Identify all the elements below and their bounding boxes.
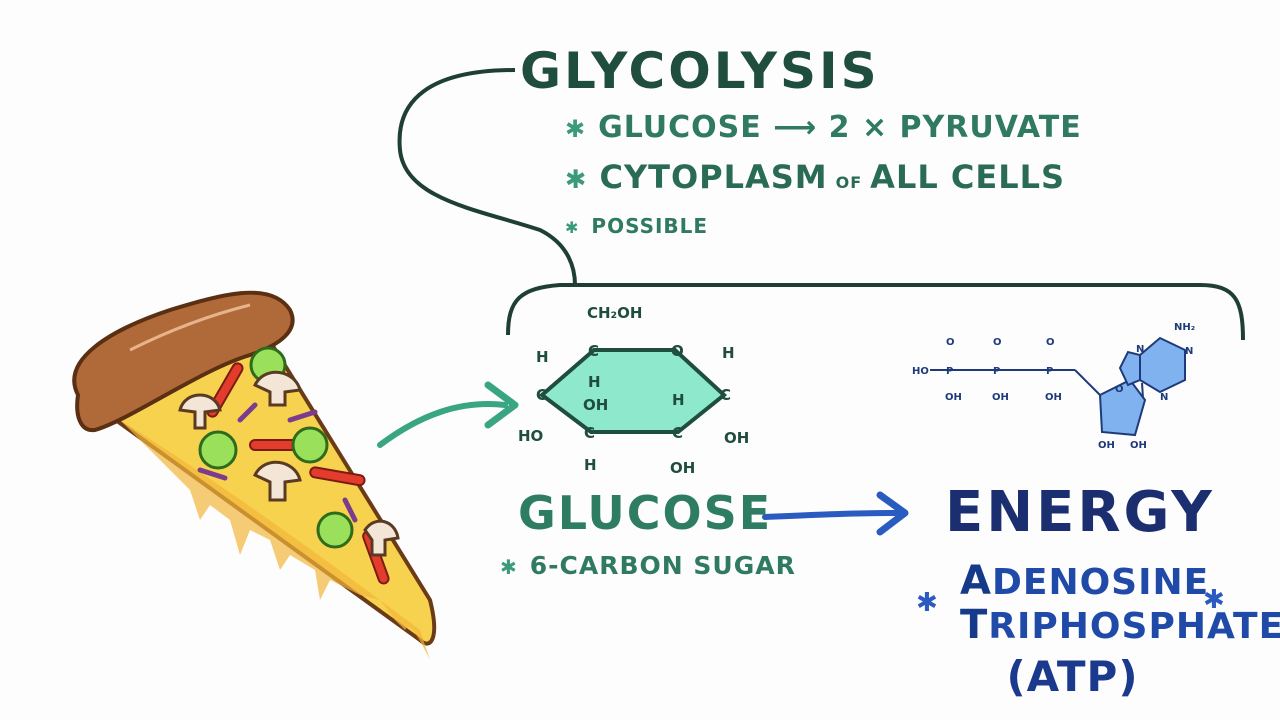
glucose-subtitle: ✱ 6-CARBON SUGAR	[500, 551, 796, 580]
atp-line-adenosine: ADENOSINE	[960, 558, 1208, 604]
initial-letter: A	[960, 558, 992, 604]
atom-c: C	[672, 424, 683, 442]
atom-p: P	[1046, 366, 1053, 377]
atom-ho: HO	[912, 366, 929, 377]
atom-o: O	[1046, 337, 1055, 348]
atom-oh: OH	[670, 459, 695, 477]
asterisk-icon: ✱	[565, 218, 580, 237]
bullet-cytoplasm: ✱ CYTOPLASM OF ALL CELLS	[565, 158, 1065, 196]
atom-nh2: NH₂	[1174, 322, 1195, 333]
asterisk-icon: ✱	[500, 555, 518, 579]
asterisk-icon: ✱	[565, 115, 587, 143]
energy-label: ENERGY	[945, 480, 1215, 545]
initial-letter: T	[960, 602, 989, 648]
word-rest: DENOSINE	[991, 562, 1210, 603]
atom-c: C	[720, 386, 731, 404]
energy-arrow-head	[876, 491, 909, 536]
atp-abbreviation: (ATP)	[1006, 652, 1139, 701]
glucose-subtitle-text: 6-CARBON SUGAR	[529, 551, 796, 580]
bracket-brace	[506, 283, 1245, 341]
atom-h: H	[672, 391, 685, 409]
atp-structure: NH₂ HO P P P O O O OH OH OH OH OH O N N …	[912, 322, 1195, 451]
atom-oh: OH	[1130, 440, 1147, 451]
atom-oh: OH	[992, 392, 1009, 403]
pizza-slice-illustration	[72, 290, 437, 660]
asterisk-icon: ✱	[1203, 585, 1225, 615]
atom-o: O	[946, 337, 955, 348]
atom-c: C	[584, 424, 595, 442]
bullet-possible: ✱ POSSIBLE	[565, 214, 708, 238]
atom-p: P	[993, 366, 1000, 377]
bullet-text: POSSIBLE	[591, 214, 709, 238]
glucose-label: GLUCOSE	[518, 486, 773, 540]
atom-h: H	[536, 348, 549, 366]
bullet-glucose-to-pyruvate: ✱ GLUCOSE ⟶ 2 × PYRUVATE	[565, 110, 1082, 145]
bullet-text: ALL CELLS	[870, 158, 1066, 196]
atom-p: P	[946, 366, 953, 377]
atom-n: N	[1136, 344, 1144, 355]
bullet-text: CYTOPLASM	[599, 158, 828, 196]
bullet-text: GLUCOSE ⟶ 2 × PYRUVATE	[598, 110, 1082, 145]
atom-h: H	[584, 456, 597, 474]
pizza-to-glucose-arrow	[377, 401, 508, 448]
asterisk-icon: ✱	[565, 165, 588, 195]
atom-o: O	[1115, 384, 1124, 395]
atom-n: N	[1160, 392, 1168, 403]
atom-oh: OH	[1045, 392, 1062, 403]
atom-oh: OH	[724, 429, 749, 447]
atom-o: O	[993, 337, 1002, 348]
bracket-connector	[397, 68, 577, 286]
atom-oh: OH	[1098, 440, 1115, 451]
asterisk-icon: ✱	[916, 588, 938, 618]
glucose-to-energy-arrow	[762, 510, 903, 520]
word-rest: RIPHOSPHATE	[988, 606, 1280, 647]
atom-ch2oh: CH₂OH	[587, 304, 642, 322]
atom-h: H	[588, 373, 601, 391]
page-title: GLYCOLYSIS	[520, 42, 880, 100]
atp-line-triphosphate: TRIPHOSPHATE	[960, 602, 1280, 648]
atom-ho: HO	[518, 427, 543, 445]
atom-c: C	[536, 386, 547, 404]
atom-h: H	[722, 344, 735, 362]
atom-n: N	[1185, 346, 1193, 357]
bullet-text-of: OF	[835, 173, 863, 192]
atom-oh: OH	[945, 392, 962, 403]
atom-c: C	[588, 342, 599, 360]
atom-o: O	[671, 342, 684, 360]
glucose-structure: CH₂OH C O C C C C H H H OH H HO OH H OH	[518, 304, 749, 477]
pizza-arrow-head	[484, 381, 519, 429]
atom-oh: OH	[583, 396, 608, 414]
